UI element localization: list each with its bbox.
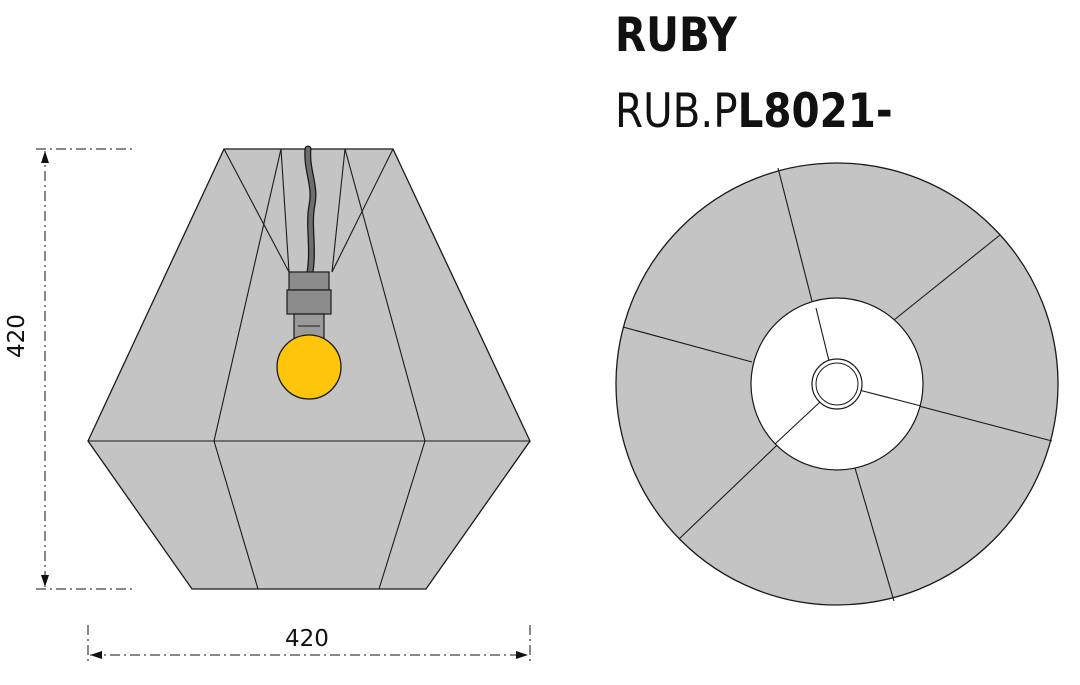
shade-facet-line [331, 148, 394, 273]
shade-facet-line [331, 148, 346, 273]
top-view-spokes [774, 307, 922, 445]
shade-facet-line [344, 148, 426, 442]
product-code-prefix: RUB.P [615, 84, 738, 139]
product-code-suffix: L8021- [737, 84, 893, 139]
shade-facet-line [213, 148, 282, 442]
lamp-socket [286, 271, 332, 341]
height-dimension [36, 148, 136, 590]
top-view [615, 162, 1059, 606]
shade-facet-line [223, 148, 290, 273]
light-bulb [276, 334, 342, 400]
shade-facet-line [280, 148, 290, 273]
top-view-socket-inner [815, 362, 859, 406]
shade-facet-line [213, 440, 259, 590]
side-view [87, 145, 531, 590]
width-dimension-label: 420 [285, 626, 329, 652]
power-cord-core [305, 146, 316, 275]
width-dimension [87, 625, 531, 664]
shade-facet-line [378, 440, 426, 590]
product-code: RUB.PL8021- [615, 88, 893, 135]
height-dimension-label: 420 [4, 314, 30, 358]
product-name: RUBY [615, 8, 737, 63]
